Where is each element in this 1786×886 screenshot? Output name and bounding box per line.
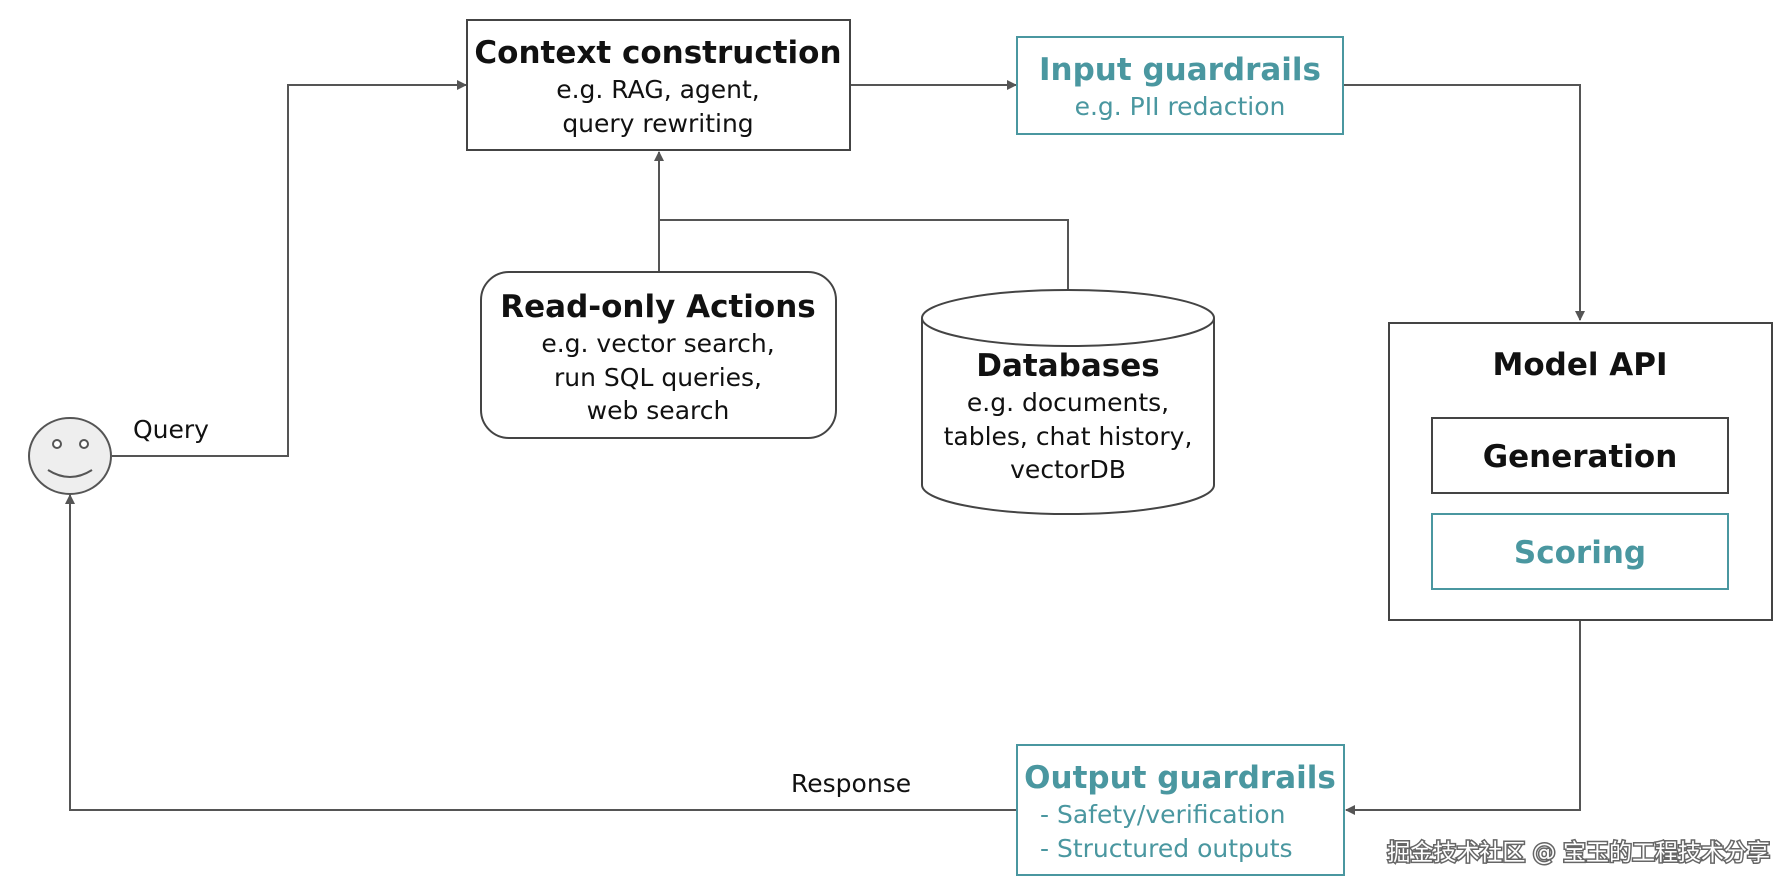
watermark-text: 掘金技术社区 @ 宝玉的工程技术分享 — [1387, 840, 1770, 866]
context-construction-title: Context construction — [474, 35, 841, 71]
generation-box — [1431, 417, 1729, 494]
generation-label: Generation — [1483, 439, 1678, 475]
databases-node: Databases e.g. documents, tables, chat h… — [921, 289, 1215, 515]
edge-input-guardrails-to-model — [1344, 84, 1585, 321]
scoring-box — [1431, 513, 1729, 590]
scoring-label: Scoring — [1514, 535, 1646, 571]
context-construction-line-1: e.g. RAG, agent, — [556, 75, 760, 104]
edge-output-guardrails-to-user — [65, 494, 1016, 811]
read-only-actions-line-1: e.g. vector search, — [541, 329, 774, 358]
output-guardrails-title: Output guardrails — [1024, 760, 1336, 796]
output-guardrails-node: Output guardrails - Safety/verification … — [1016, 744, 1345, 876]
edge-databases-to-context — [659, 219, 1069, 290]
response-label: Response — [791, 769, 911, 798]
read-only-actions-title: Read-only Actions — [500, 289, 816, 325]
edge-user-to-context — [112, 80, 467, 457]
databases-line-2: tables, chat history, — [944, 422, 1193, 451]
model-api-node: Model API Generation Scoring — [1388, 322, 1773, 621]
query-label: Query — [133, 415, 209, 444]
databases-line-1: e.g. documents, — [967, 388, 1169, 417]
database-cylinder-icon — [921, 318, 1215, 515]
input-guardrails-title: Input guardrails — [1039, 52, 1321, 88]
output-guardrails-line-1: - Safety/verification — [1040, 800, 1285, 829]
read-only-actions-node: Read-only Actions e.g. vector search, ru… — [480, 271, 837, 439]
context-construction-node: Context construction e.g. RAG, agent, qu… — [466, 19, 851, 151]
model-api-title: Model API — [1492, 347, 1667, 383]
databases-line-3: vectorDB — [1010, 455, 1126, 484]
output-guardrails-line-2: - Structured outputs — [1040, 834, 1293, 863]
edge-model-to-output-guardrails — [1345, 620, 1581, 815]
input-guardrails-node: Input guardrails e.g. PII redaction — [1016, 36, 1344, 135]
input-guardrails-line-1: e.g. PII redaction — [1075, 92, 1286, 121]
context-construction-line-2: query rewriting — [562, 109, 753, 138]
databases-title: Databases — [976, 348, 1159, 384]
read-only-actions-line-2: run SQL queries, — [554, 363, 762, 392]
read-only-actions-line-3: web search — [587, 396, 730, 425]
smiley-face-icon — [28, 417, 112, 495]
